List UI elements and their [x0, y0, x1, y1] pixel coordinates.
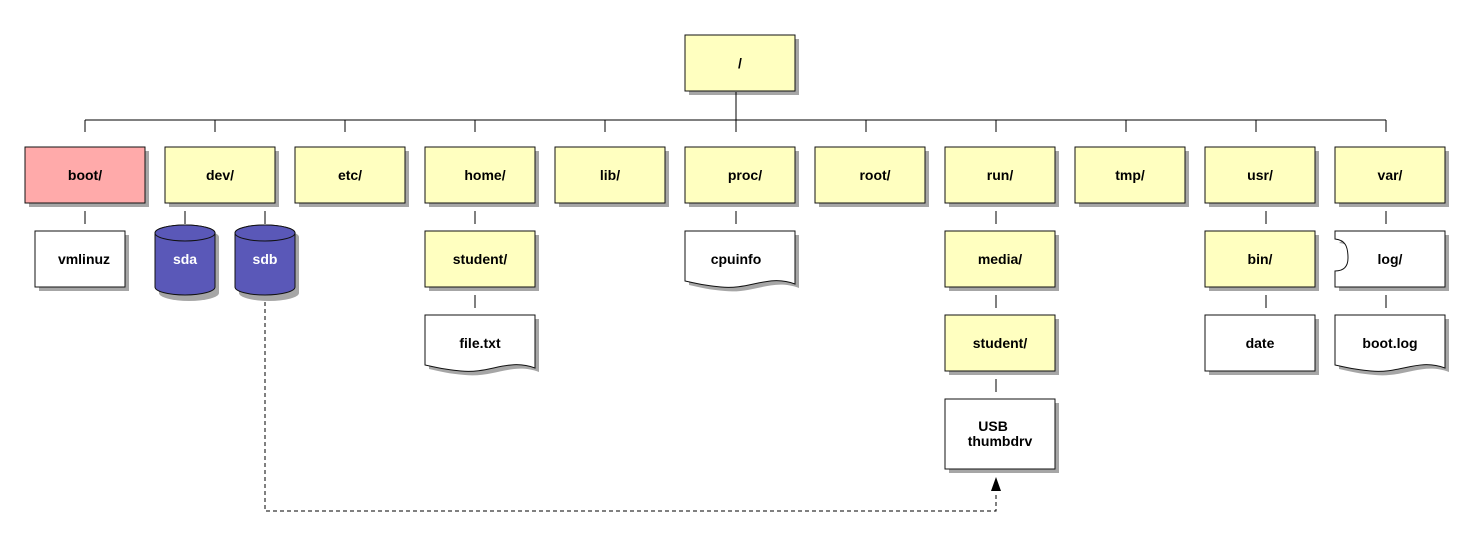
node-label: usr/ — [1247, 167, 1273, 183]
node-vmlinuz-file[interactable]: vmlinuz — [34, 230, 129, 291]
node-var-dir[interactable]: var/ — [1334, 146, 1449, 207]
document-shape — [424, 314, 536, 372]
node-label: var/ — [1378, 167, 1403, 183]
node-run-student-dir[interactable]: student/ — [944, 314, 1059, 375]
node-label: boot/ — [68, 167, 102, 183]
node-log-dir[interactable]: log/ — [1334, 230, 1449, 291]
node-cpuinfo-document[interactable]: cpuinfo — [684, 230, 799, 292]
node-label: date — [1246, 335, 1275, 351]
node-tmp-dir[interactable]: tmp/ — [1074, 146, 1189, 207]
node-lib-dir[interactable]: lib/ — [554, 146, 669, 207]
node-label: home/ — [464, 167, 505, 183]
disk-top — [154, 224, 216, 242]
node-label: sda — [173, 251, 197, 267]
node-file-txt-document[interactable]: file.txt — [424, 314, 539, 376]
node-label: lib/ — [600, 167, 620, 183]
node-date-file[interactable]: date — [1204, 314, 1319, 375]
document-shape — [684, 230, 796, 288]
node-label: log/ — [1378, 251, 1403, 267]
usb-label-line-1: USB — [978, 418, 1008, 434]
node-dev-dir[interactable]: dev/ — [164, 146, 279, 207]
node-proc-dir[interactable]: proc/ — [684, 146, 799, 207]
node-media-dir[interactable]: media/ — [944, 230, 1059, 291]
tree-edges — [84, 92, 1387, 512]
node-sda-disk[interactable]: sda — [154, 224, 219, 301]
node-label: proc/ — [728, 167, 762, 183]
node-label: file.txt — [459, 335, 501, 351]
node-label: etc/ — [338, 167, 362, 183]
node-home-dir[interactable]: home/ — [424, 146, 539, 207]
node-boot-log-document[interactable]: boot.log — [1334, 314, 1449, 376]
node-label: root/ — [859, 167, 890, 183]
node-sdb-disk[interactable]: sdb — [234, 224, 299, 301]
disk-top — [234, 224, 296, 242]
mount-link-edge — [264, 302, 997, 512]
node-label: cpuinfo — [711, 251, 762, 267]
node-run-dir[interactable]: run/ — [944, 146, 1059, 207]
usb-label-line-2: thumbdrv — [968, 433, 1033, 449]
node-label: / — [738, 55, 742, 71]
node-label: media/ — [978, 251, 1022, 267]
node-usr-dir[interactable]: usr/ — [1204, 146, 1319, 207]
node-label: tmp/ — [1115, 167, 1145, 183]
node-label: boot.log — [1362, 335, 1417, 351]
node-home-student-dir[interactable]: student/ — [424, 230, 539, 291]
node-label: student/ — [973, 335, 1028, 351]
node-label-multiline: USB thumbdrv — [968, 418, 1033, 449]
node-label: bin/ — [1248, 251, 1273, 267]
node-root-home-dir[interactable]: root/ — [814, 146, 929, 207]
folded-shape — [1334, 230, 1446, 288]
node-label: run/ — [987, 167, 1014, 183]
node-label: vmlinuz — [58, 251, 110, 267]
node-boot-dir[interactable]: boot/ — [24, 146, 149, 207]
node-label: dev/ — [206, 167, 234, 183]
node-label: student/ — [453, 251, 508, 267]
mount-link-arrowhead — [991, 477, 1001, 491]
node-bin-dir[interactable]: bin/ — [1204, 230, 1319, 291]
node-usb-thumbdrv[interactable]: USB thumbdrv — [944, 398, 1059, 473]
document-shape — [1334, 314, 1446, 372]
node-etc-dir[interactable]: etc/ — [294, 146, 409, 207]
node-label: sdb — [253, 251, 278, 267]
node-root-dir[interactable]: / — [684, 34, 799, 95]
